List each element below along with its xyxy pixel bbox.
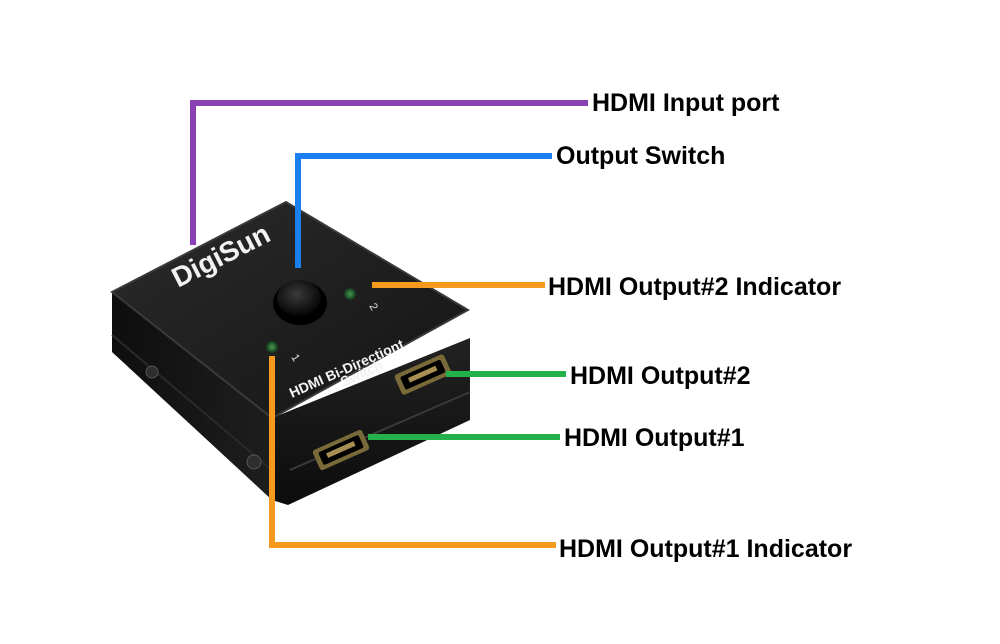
callout-line-output1-indicator xyxy=(269,356,556,548)
led-indicator-1 xyxy=(266,341,278,353)
label-hdmi-input-port: HDMI Input port xyxy=(592,89,780,117)
hdmi-switch-device: 2 1 DigiSun HDMI Bi-Directiont Switch xyxy=(110,200,471,505)
output-switch-button-top xyxy=(277,280,321,316)
label-hdmi-output1: HDMI Output#1 xyxy=(564,424,745,452)
hdmi-port-1 xyxy=(312,429,370,471)
label-hdmi-output1-indicator: HDMI Output#1 Indicator xyxy=(559,535,853,563)
callout-line-output-switch xyxy=(295,153,552,268)
label-hdmi-output2-indicator: HDMI Output#2 Indicator xyxy=(548,273,842,301)
hdmi-port-2 xyxy=(394,354,452,395)
led-indicator-2 xyxy=(344,288,356,300)
led-2-number: 2 xyxy=(366,301,379,313)
label-hdmi-output2: HDMI Output#2 xyxy=(570,362,751,390)
callout-lines xyxy=(190,100,588,548)
callout-line-input-port xyxy=(190,100,588,245)
device-left-side xyxy=(112,292,272,500)
screw-icon xyxy=(246,454,262,470)
device-seam-left xyxy=(111,334,273,471)
label-output-switch: Output Switch xyxy=(556,142,726,170)
screw-icon xyxy=(145,365,159,379)
led-1-number: 1 xyxy=(288,352,301,364)
